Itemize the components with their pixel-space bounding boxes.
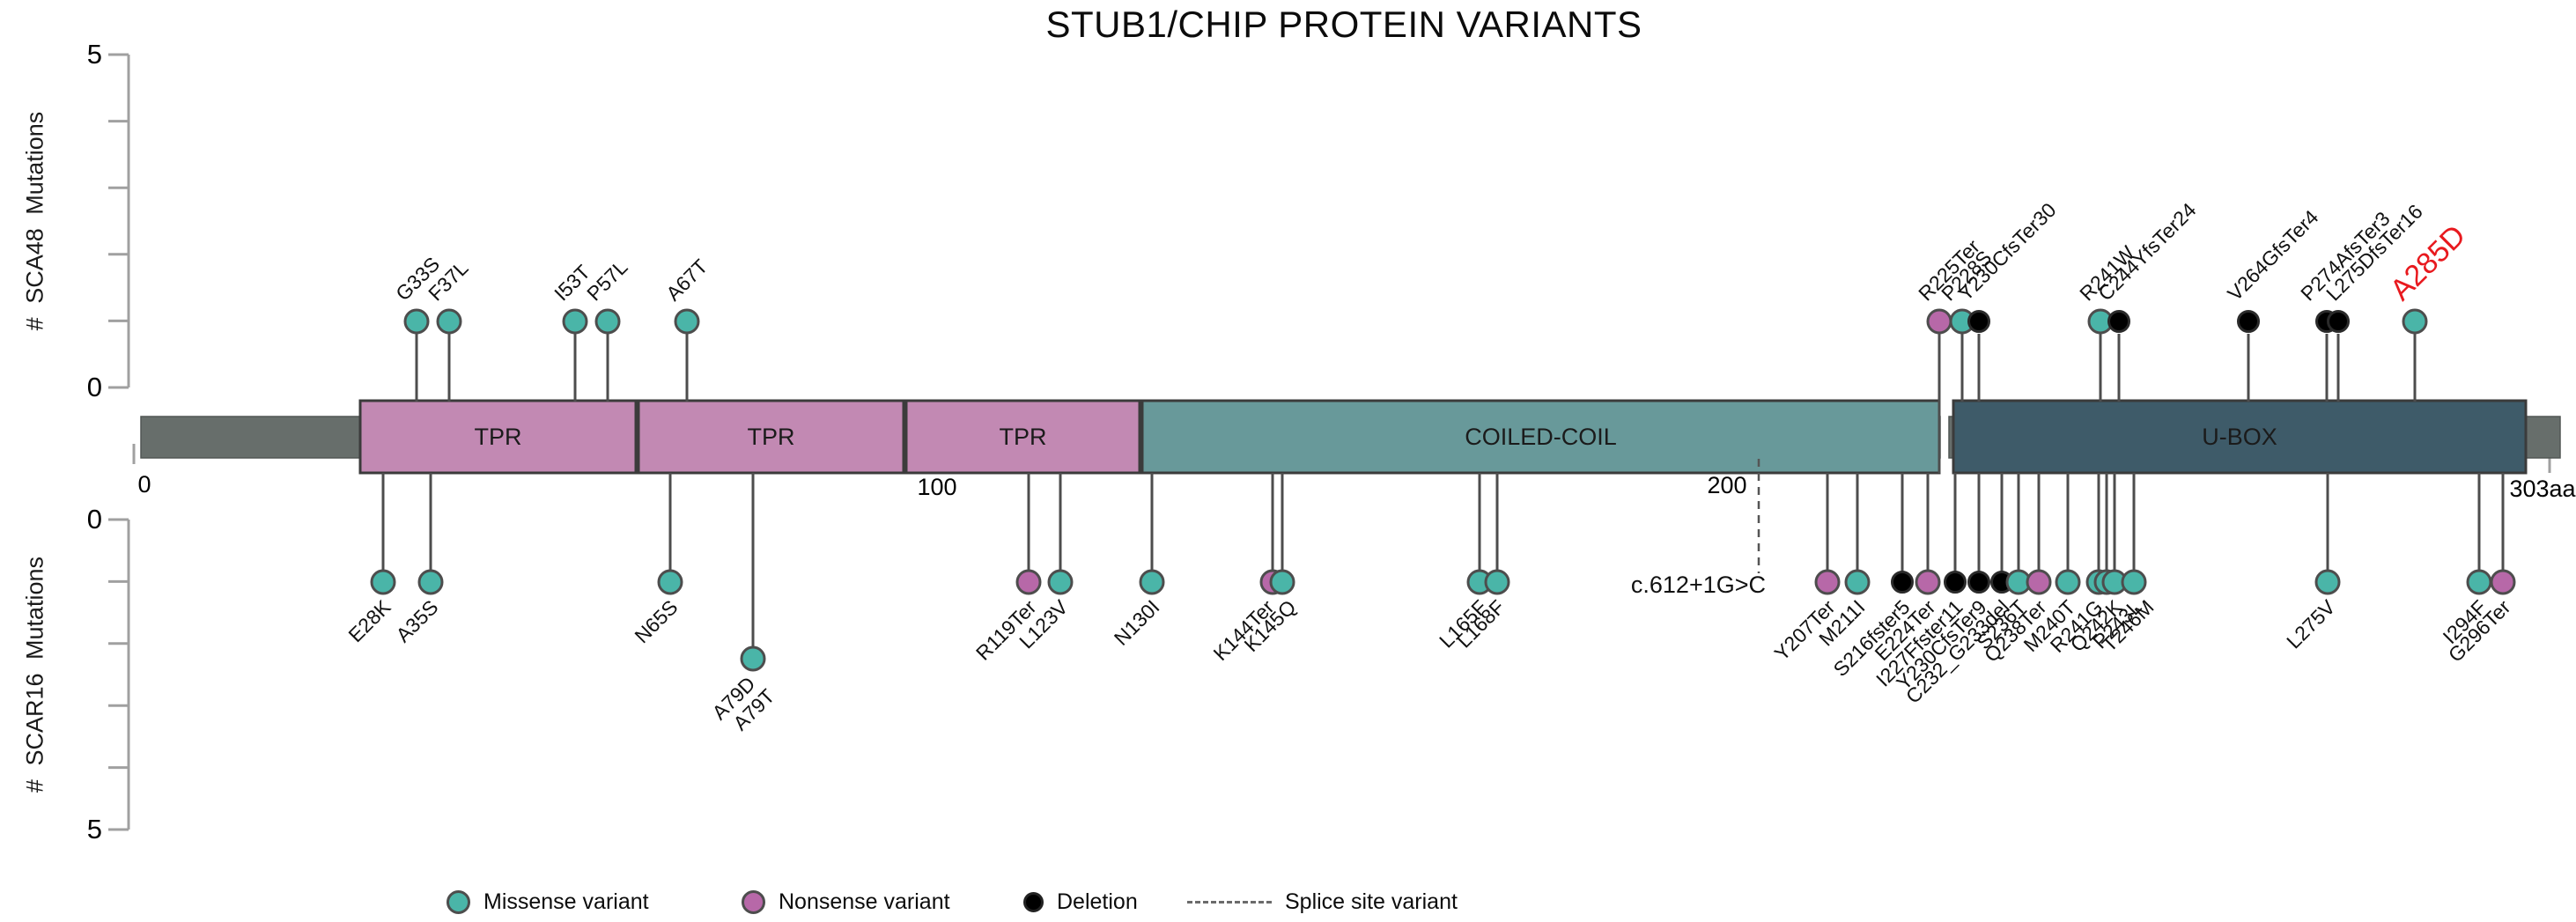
variant-label-A35S: A35S (391, 595, 442, 646)
variant-circle-I53T (562, 308, 588, 335)
xtick-303aa: 303aa (2509, 476, 2576, 502)
variant-circle-C244YfsTer24 (2107, 310, 2130, 333)
variant-circle-M211I (1844, 569, 1871, 595)
xtick-100: 100 (917, 474, 957, 500)
variant-circle-L275DfsTer16 (2327, 310, 2350, 333)
variant-circle-A285D (2402, 308, 2428, 335)
legend-item-splice: Splice site variant (1187, 889, 1458, 914)
sca48-tick-max: 5 (86, 39, 102, 70)
domain-label: TPR (1000, 424, 1047, 450)
legend-item-deletion: Deletion (1023, 889, 1138, 914)
variant-label-A67T: A67T (661, 254, 712, 305)
legend-label-splice: Splice site variant (1285, 889, 1458, 914)
missense-dot-icon (447, 889, 470, 914)
legend-label-deletion: Deletion (1057, 889, 1138, 914)
variant-label-N130I: N130I (1110, 595, 1164, 650)
variant-circle-Y207Ter (1814, 569, 1841, 595)
variant-circle-V264GfsTer4 (2237, 310, 2260, 333)
legend-item-missense: Missense variant (447, 889, 649, 914)
splice-dash-icon (1187, 900, 1272, 904)
domain-box-u-box (1952, 399, 2528, 475)
legend-label-missense: Missense variant (483, 889, 649, 914)
deletion-dot-icon (1023, 891, 1044, 912)
variant-circle-Q238Ter (2026, 569, 2052, 595)
nonsense-dot-icon (742, 889, 765, 914)
variant-circle-N65S (657, 569, 683, 595)
legend-item-nonsense: Nonsense variant (742, 889, 950, 914)
variant-circle-Y230CfsTer9 (1967, 571, 1990, 594)
variant-label-N65S: N65S (630, 595, 682, 647)
splice-site-label: c.612+1G>C (1631, 572, 1766, 598)
variant-circle-L123V (1047, 569, 1074, 595)
variant-circle-A67T (674, 308, 700, 335)
domain-label: TPR (475, 424, 522, 450)
page-title: STUB1/CHIP PROTEIN VARIANTS (1045, 4, 1642, 45)
variant-label-E28K: E28K (343, 595, 395, 647)
variant-circle-N130I (1139, 569, 1165, 595)
variant-label-L275V: L275V (2282, 595, 2340, 653)
domain-box-coiled-coil (1140, 399, 1941, 475)
variant-circle-E28K (370, 569, 396, 595)
variant-circle-Y230CfsTer30 (1967, 310, 1990, 333)
variant-circle-G296Ter (2490, 569, 2516, 595)
variant-circle-I227Ffster11 (1944, 571, 1967, 594)
xtick-200: 200 (1707, 472, 1747, 498)
variant-circle-I294F (2466, 569, 2492, 595)
variant-label-C244YfsTer24: C244YfsTer24 (2093, 198, 2201, 306)
variant-circle-S216fster5 (1891, 571, 1914, 594)
variant-circle-T246M (2121, 569, 2147, 595)
variant-circle-P57L (594, 308, 621, 335)
domain-label: COILED-COIL (1465, 424, 1617, 450)
variant-circle-L275V (2314, 569, 2341, 595)
domain-box-tpr (358, 399, 638, 475)
xtick-0: 0 (137, 471, 151, 498)
domain-box-tpr (904, 399, 1141, 475)
domain-box-tpr (637, 399, 905, 475)
variant-circle-K145Q (1269, 569, 1295, 595)
scar16-tick-max: 5 (86, 814, 102, 845)
scar16-tick-zero: 0 (86, 504, 102, 535)
domain-label: TPR (748, 424, 795, 450)
variant-circle-L168F (1484, 569, 1510, 595)
variant-circle-M240T (2055, 569, 2081, 595)
variant-circle-R225Ter (1926, 308, 1952, 335)
sca48-tick-zero: 0 (86, 372, 102, 402)
legend-label-nonsense: Nonsense variant (779, 889, 950, 914)
domain-label: U-BOX (2202, 424, 2277, 450)
variant-circle-G33S (403, 308, 430, 335)
variant-circle-A35S (417, 569, 444, 595)
variant-circle-F37L (436, 308, 462, 335)
variant-circle-E224Ter (1915, 569, 1941, 595)
variant-circle-A79D (740, 645, 766, 672)
variant-circle-R119Ter (1015, 569, 1042, 595)
